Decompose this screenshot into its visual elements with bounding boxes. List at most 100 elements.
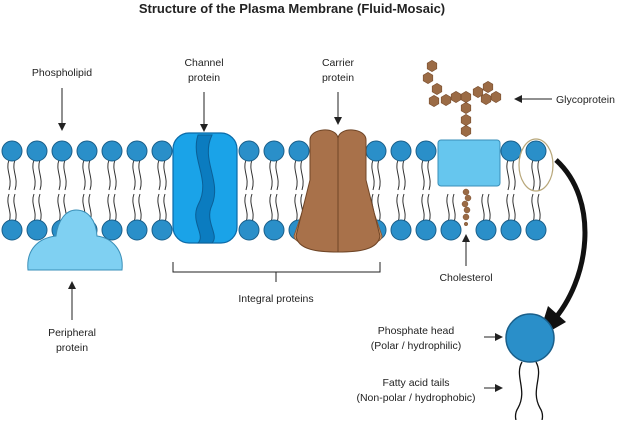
lipid-tail [377, 193, 381, 223]
sugar-unit [422, 72, 434, 84]
label-fatty-2: (Non-polar / hydrophobic) [356, 392, 475, 404]
lipid-tail [371, 159, 375, 191]
integral-bracket [172, 262, 381, 282]
lipid-tail [13, 193, 17, 223]
sugar-unit [460, 125, 472, 137]
enlarged-phospholipid [505, 313, 555, 421]
lipid-tail [138, 193, 142, 223]
lipid-tail [57, 193, 61, 223]
lipid-tail [512, 159, 516, 191]
sugar-unit [428, 95, 440, 107]
phosphate-head-bottom [475, 219, 497, 241]
phosphate-head-top [151, 140, 173, 162]
lipid-tail [427, 193, 431, 223]
lipid-tail [107, 193, 111, 223]
cholesterol-molecule [461, 188, 472, 227]
label-phosphate-2: (Polar / hydrophilic) [371, 340, 461, 352]
phosphate-head-bottom [126, 219, 148, 241]
lipid-tail [32, 193, 36, 223]
label-integral: Integral proteins [238, 293, 313, 305]
phosphate-head-bottom [151, 219, 173, 241]
phosphate-head-top [51, 140, 73, 162]
phosphate-head-top [365, 140, 387, 162]
phosphate-head-top [288, 140, 310, 162]
sugar-chain [422, 60, 502, 137]
sugar-unit [450, 91, 462, 103]
lipid-tail [531, 193, 535, 223]
phosphate-head-bottom [390, 219, 412, 241]
lipid-tail [275, 193, 279, 223]
sugar-unit [431, 83, 443, 95]
carrier-protein [293, 129, 383, 253]
label-glycoprotein: Glycoprotein [556, 94, 615, 106]
lipid-tail [38, 193, 42, 223]
lipid-tail [13, 159, 17, 191]
lipid-tail [396, 159, 400, 191]
lipid-tail [537, 159, 541, 191]
phosphate-head-bottom [263, 219, 285, 241]
lipid-tail [300, 159, 304, 191]
phosphate-head-top [415, 140, 437, 162]
sugar-unit [460, 102, 472, 114]
phosphate-head-bottom [525, 219, 547, 241]
label-cholesterol: Cholesterol [439, 272, 492, 284]
phosphate-head-bottom [26, 219, 48, 241]
phosphate-head-top [500, 140, 522, 162]
phosphate-head-top [390, 140, 412, 162]
diagram-title: Structure of the Plasma Membrane (Fluid-… [139, 1, 445, 16]
lipid-tail [275, 159, 279, 191]
lipid-tail [402, 193, 406, 223]
label-fatty-1: Fatty acid tails [382, 377, 449, 389]
lipid-tail [421, 159, 425, 191]
lipid-tail [113, 193, 117, 223]
sugar-unit [480, 93, 492, 105]
lipid-tail [269, 159, 273, 191]
lipid-tail [269, 193, 273, 223]
cholesterol-unit [463, 206, 471, 214]
phosphate-head-bottom [500, 219, 522, 241]
sugar-unit [490, 91, 502, 103]
label-carrier-2: protein [322, 72, 354, 84]
lipid-tail [537, 193, 541, 223]
lipid-tail [88, 159, 92, 191]
phosphate-head-bottom [415, 219, 437, 241]
phosphate-head-bottom [101, 219, 123, 241]
lipid-tail [107, 159, 111, 191]
phosphate-head-bottom [440, 219, 462, 241]
lipid-tail [487, 193, 491, 223]
sugar-unit [460, 114, 472, 126]
label-channel-1: Channel [184, 57, 223, 69]
label-phospholipid: Phospholipid [32, 67, 92, 79]
cholesterol-unit [461, 200, 469, 208]
sugar-unit [482, 81, 494, 93]
lipid-tail [396, 193, 400, 223]
zoom-arrow [550, 158, 588, 324]
lipid-tail [157, 193, 161, 223]
phosphate-head-top [101, 140, 123, 162]
lipid-tail [244, 159, 248, 191]
lipid-tail [250, 193, 254, 223]
lipid-tail [446, 193, 450, 223]
lipid-tails [7, 159, 541, 223]
cholesterol-unit [463, 221, 469, 227]
phosphate-head-top [26, 140, 48, 162]
lipid-tail [57, 159, 61, 191]
lipid-tail [138, 159, 142, 191]
phosphate-head-top [238, 140, 260, 162]
lipid-tail [244, 193, 248, 223]
lipid-tail [38, 159, 42, 191]
lipid-tail [157, 159, 161, 191]
lipid-tail [506, 159, 510, 191]
lipid-tail [481, 193, 485, 223]
phosphate-head-bottom [1, 219, 23, 241]
phosphate-head-top [525, 140, 547, 162]
lipid-tail [294, 159, 298, 191]
lipid-tail [32, 159, 36, 191]
lipid-tail [427, 159, 431, 191]
sugar-unit [472, 86, 484, 98]
label-peripheral-1: Peripheral [48, 327, 96, 339]
sugar-unit [426, 60, 438, 72]
label-channel-2: protein [188, 72, 220, 84]
cholesterol-unit [462, 188, 470, 196]
